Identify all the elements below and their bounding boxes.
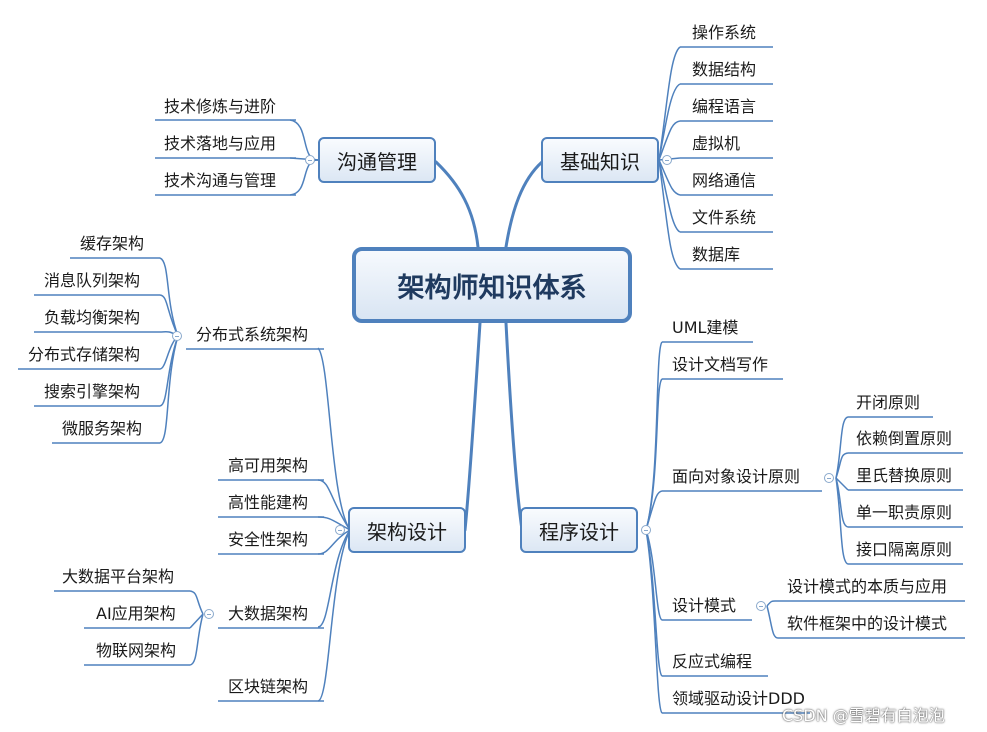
- leaf-distributed-storage[interactable]: 分布式存储架构: [28, 345, 141, 364]
- leaf-security[interactable]: 安全性架构: [228, 530, 309, 549]
- collapse-toggle-architecture[interactable]: [335, 525, 345, 535]
- collapse-toggle-communication[interactable]: [305, 155, 315, 165]
- leaf-search-engine[interactable]: 搜索引擎架构: [44, 382, 141, 401]
- leaf-virtual-machine[interactable]: 虚拟机: [692, 134, 741, 153]
- leaf-uml-modeling[interactable]: UML建模: [672, 318, 739, 337]
- node-design-patterns[interactable]: 设计模式: [672, 596, 737, 615]
- leaf-load-balancing[interactable]: 负载均衡架构: [44, 308, 141, 327]
- leaf-operating-system[interactable]: 操作系统: [692, 23, 757, 42]
- leaf-tech-application[interactable]: 技术落地与应用: [164, 134, 277, 153]
- topic-program-design[interactable]: 程序设计: [520, 507, 638, 553]
- node-distributed-architecture[interactable]: 分布式系统架构: [196, 325, 309, 344]
- collapse-toggle-programming[interactable]: [641, 525, 651, 535]
- leaf-tech-cultivation[interactable]: 技术修炼与进阶: [164, 97, 277, 116]
- leaf-message-queue[interactable]: 消息队列架构: [44, 271, 141, 290]
- leaf-single-responsibility[interactable]: 单一职责原则: [856, 503, 953, 522]
- leaf-framework-patterns[interactable]: 软件框架中的设计模式: [787, 614, 948, 633]
- leaf-microservices[interactable]: 微服务架构: [62, 419, 143, 438]
- leaf-tech-communication[interactable]: 技术沟通与管理: [164, 171, 277, 190]
- leaf-iot[interactable]: 物联网架构: [96, 641, 177, 660]
- collapse-toggle-fundamentals[interactable]: [662, 155, 672, 165]
- leaf-blockchain[interactable]: 区块链架构: [228, 677, 309, 696]
- leaf-open-closed[interactable]: 开闭原则: [856, 393, 921, 412]
- leaf-programming-languages[interactable]: 编程语言: [692, 97, 757, 116]
- leaf-file-system[interactable]: 文件系统: [692, 208, 757, 227]
- leaf-data-structures[interactable]: 数据结构: [692, 60, 757, 79]
- topic-architecture-design[interactable]: 架构设计: [348, 507, 466, 553]
- leaf-liskov-substitution[interactable]: 里氏替换原则: [856, 466, 953, 485]
- leaf-interface-segregation[interactable]: 接口隔离原则: [856, 540, 953, 559]
- watermark: CSDN @雪碧有白泡泡: [782, 706, 945, 725]
- node-bigdata-architecture[interactable]: 大数据架构: [228, 604, 309, 623]
- leaf-ai-application[interactable]: AI应用架构: [96, 604, 176, 623]
- leaf-design-docs[interactable]: 设计文档写作: [672, 355, 769, 374]
- leaf-networking[interactable]: 网络通信: [692, 171, 757, 190]
- collapse-toggle-oop[interactable]: [824, 473, 834, 483]
- leaf-ddd[interactable]: 领域驱动设计DDD: [672, 689, 805, 708]
- leaf-cache-architecture[interactable]: 缓存架构: [80, 234, 145, 253]
- leaf-pattern-essence[interactable]: 设计模式的本质与应用: [787, 577, 948, 596]
- leaf-reactive-programming[interactable]: 反应式编程: [672, 652, 753, 671]
- node-oop-principles[interactable]: 面向对象设计原则: [672, 467, 801, 486]
- leaf-dependency-inversion[interactable]: 依赖倒置原则: [856, 429, 953, 448]
- central-topic[interactable]: 架构师知识体系: [352, 247, 632, 323]
- topic-communication-management[interactable]: 沟通管理: [318, 137, 436, 183]
- collapse-toggle-patterns[interactable]: [756, 601, 766, 611]
- leaf-high-availability[interactable]: 高可用架构: [228, 456, 309, 475]
- collapse-toggle-distributed[interactable]: [172, 331, 182, 341]
- leaf-bigdata-platform[interactable]: 大数据平台架构: [62, 567, 175, 586]
- collapse-toggle-bigdata[interactable]: [204, 609, 214, 619]
- leaf-high-performance[interactable]: 高性能建构: [228, 493, 309, 512]
- leaf-database[interactable]: 数据库: [692, 245, 741, 264]
- topic-fundamentals[interactable]: 基础知识: [541, 137, 659, 183]
